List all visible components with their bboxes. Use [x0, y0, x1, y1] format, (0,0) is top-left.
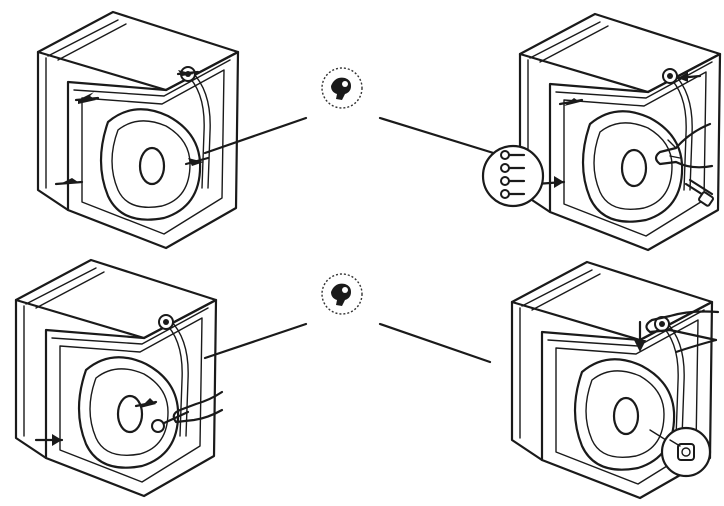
wrench-badge-icon — [321, 67, 363, 109]
cap-callout — [649, 426, 712, 478]
connector-line-bottom-right — [378, 322, 492, 364]
bolt-icon — [500, 189, 526, 199]
bolt-icon — [684, 178, 714, 207]
arrow-icon — [184, 156, 210, 166]
connector-line-top-right — [378, 116, 502, 157]
arrow-icon — [74, 92, 100, 104]
bolt-icon — [500, 163, 526, 173]
hand-with-wrench-icon — [134, 390, 224, 433]
arrow-icon — [558, 98, 584, 106]
arrow-icon — [54, 178, 84, 186]
connector-line-top-left — [203, 116, 308, 155]
bolt-icon — [500, 150, 526, 160]
arrow-icon — [34, 434, 64, 446]
connector-line-bottom-left — [203, 322, 308, 360]
bolt-icon — [500, 176, 526, 186]
washer-panel-top-left — [36, 10, 240, 250]
hand-pressing-icon — [634, 310, 720, 354]
cap-icon — [669, 439, 695, 461]
arrow-icon — [676, 72, 702, 82]
bolts-callout — [481, 144, 545, 208]
arrow-icon — [176, 70, 200, 76]
washer-panel-top-right — [518, 12, 722, 252]
wrench-badge-icon — [321, 273, 363, 315]
washer-panel-bottom-left — [14, 258, 218, 498]
hand-with-tool-icon — [654, 122, 714, 169]
